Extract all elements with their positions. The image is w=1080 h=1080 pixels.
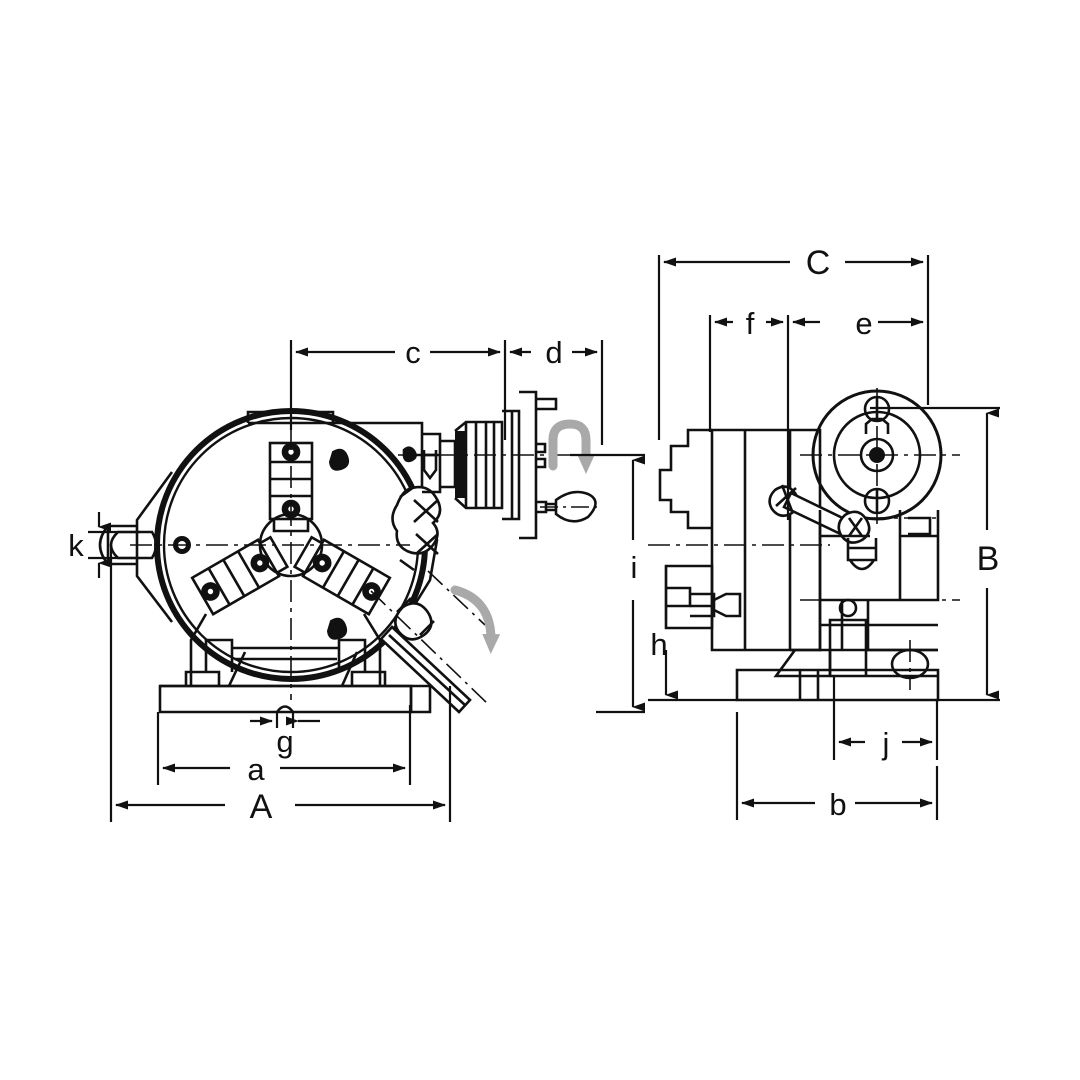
chuck-jaw-lower-right [190, 535, 290, 616]
side-view [648, 388, 960, 702]
dimension-h [648, 566, 737, 702]
dimension-label-k: k [68, 528, 84, 563]
dimension-label-a: a [247, 752, 265, 787]
dimension-B [870, 406, 1000, 702]
dimension-d [509, 340, 604, 445]
dimension-label-f: f [746, 306, 755, 341]
chuck-jaw-top [268, 441, 314, 533]
dimension-label-i: i [631, 550, 638, 585]
side-jaw-clamp [664, 564, 742, 630]
dimension-label-d: d [545, 335, 562, 370]
dimension-a [156, 705, 412, 785]
dimension-k [88, 512, 140, 578]
front-view-centerlines [130, 390, 620, 700]
dimension-label-b: b [829, 787, 846, 822]
chuck-face-fasteners [173, 448, 350, 640]
spindle-housing [422, 390, 558, 540]
dimension-c [289, 340, 507, 440]
dimension-label-A: A [250, 788, 273, 826]
dimension-label-c: c [405, 335, 421, 370]
dimension-label-h: h [650, 627, 667, 662]
body-pedestal [189, 613, 382, 687]
spindle-rotation-arrow [548, 419, 595, 474]
dimension-label-j: j [882, 726, 890, 761]
dimension-A [109, 545, 452, 822]
index-crank-arm [379, 597, 472, 714]
crank-rotation-arrow [450, 585, 501, 654]
side-view-centerlines [648, 388, 960, 690]
dimension-j [832, 676, 939, 760]
dimension-label-C: C [806, 244, 831, 282]
spindle-section-hatch [455, 431, 466, 498]
crank-centerline [370, 570, 490, 706]
dimension-label-e: e [855, 306, 872, 341]
dimension-f [708, 315, 790, 520]
dimension-i [570, 453, 645, 714]
dimension-label-g: g [276, 724, 293, 759]
front-view [98, 390, 620, 714]
base-keyway-notch [275, 705, 295, 713]
dimension-g [250, 712, 320, 728]
clamp-knuckle [391, 485, 442, 572]
dimension-label-B: B [977, 540, 1000, 578]
dimension-b [735, 712, 939, 820]
dimension-C [657, 255, 930, 440]
